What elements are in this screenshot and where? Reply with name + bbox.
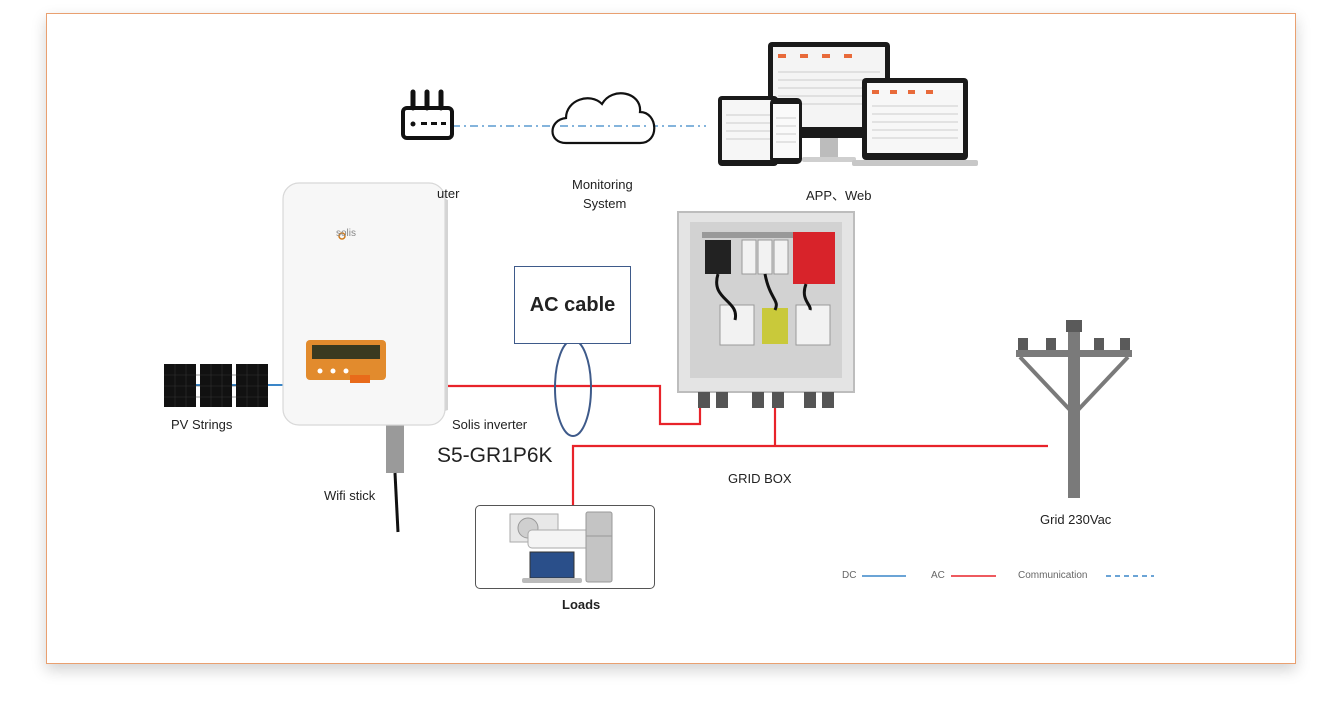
legend-dc-label: DC [842,570,857,581]
brand-logo: solis [336,228,357,239]
grid-label: Grid 230Vac [1040,512,1112,527]
grid-box-label: GRID BOX [728,471,792,486]
appliances-icon [509,511,613,583]
legend-comm-label: Communication [1018,570,1088,581]
monitoring-label-line1: Monitoring [572,177,633,192]
grid-box-icon [677,211,855,408]
loads-box [475,505,655,589]
devices-icon [718,42,978,166]
ac-cable-box: AC cable [514,266,631,344]
inverter-icon [282,182,448,426]
loads-label: Loads [562,597,601,612]
utility-pole-icon [1016,320,1132,498]
ac-cable-label: AC cable [529,293,616,316]
legend-ac-label: AC [931,570,945,581]
monitoring-label-line2: System [583,196,627,211]
ac-lines [440,384,1048,505]
inverter-label: Solis inverter [452,417,528,432]
ac-cable-clamp [554,339,592,437]
solar-panel-icon [164,364,268,407]
router-icon [401,89,454,140]
app-web-label: APP、Web [806,188,872,203]
diagram-frame [46,13,1296,664]
cloud-icon [551,92,656,145]
inverter-model: S5-GR1P6K [437,444,553,467]
wifi-stick-label: Wifi stick [324,488,376,503]
router-label: uter [437,186,460,201]
pv-strings-label: PV Strings [171,417,233,432]
